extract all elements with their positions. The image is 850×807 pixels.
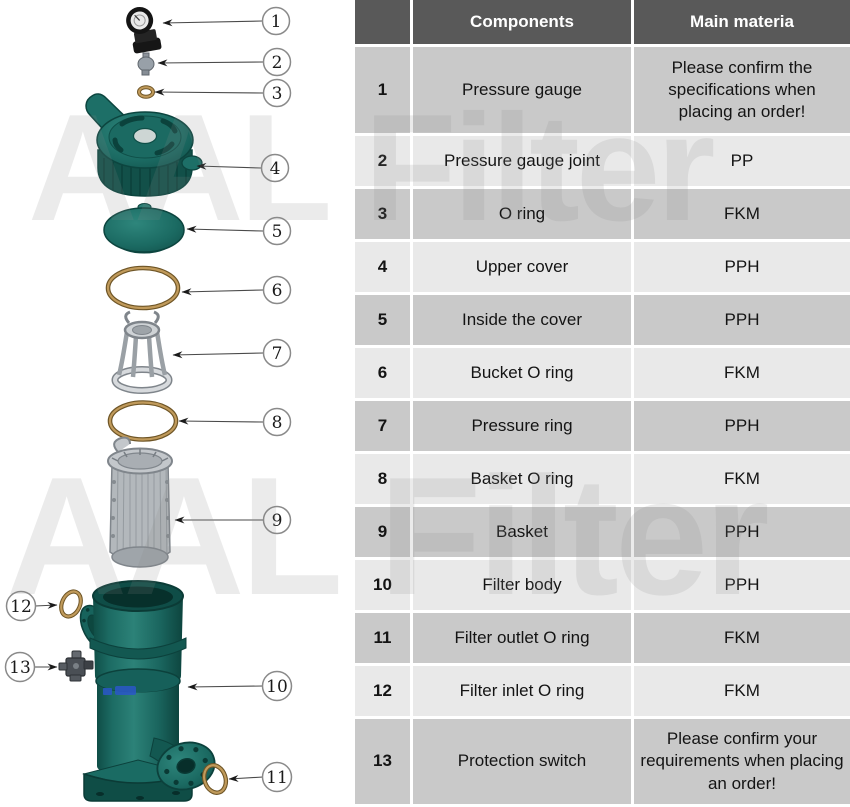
callout-4: 4	[260, 153, 290, 183]
callout-11: 11	[261, 761, 293, 793]
row-component: Pressure gauge joint	[413, 136, 631, 186]
row-material: FKM	[634, 189, 850, 239]
svg-text:8: 8	[272, 413, 283, 433]
callout-5: 5	[262, 216, 292, 246]
row-material: PPH	[634, 560, 850, 610]
row-material: Please confirm your requirements when pl…	[634, 719, 850, 804]
part-pressure-gauge-joint	[137, 52, 155, 76]
row-number: 1	[355, 47, 410, 133]
row-number: 2	[355, 136, 410, 186]
part-inside-cover	[103, 203, 185, 254]
row-component: Protection switch	[413, 719, 631, 804]
part-o-ring	[137, 85, 155, 99]
callout-10: 10	[261, 670, 293, 702]
table-row: 7 Pressure ring PPH	[355, 401, 850, 451]
row-number: 13	[355, 719, 410, 804]
svg-text:13: 13	[9, 658, 31, 678]
callout-8: 8	[262, 407, 292, 437]
table-row: 9 Basket PPH	[355, 507, 850, 557]
row-number: 11	[355, 613, 410, 663]
part-basket	[107, 436, 173, 568]
row-material: Please confirm the specifications when p…	[634, 47, 850, 133]
row-component: Upper cover	[413, 242, 631, 292]
table-row: 5 Inside the cover PPH	[355, 295, 850, 345]
row-component: Inside the cover	[413, 295, 631, 345]
row-number: 9	[355, 507, 410, 557]
callout-3: 3	[262, 78, 292, 108]
svg-text:5: 5	[272, 222, 283, 242]
row-number: 4	[355, 242, 410, 292]
callout-9: 9	[262, 505, 292, 535]
body-logo	[103, 686, 136, 695]
row-material: FKM	[634, 454, 850, 504]
row-component: Bucket O ring	[413, 348, 631, 398]
part-bucket-o-ring	[105, 265, 181, 311]
svg-text:9: 9	[272, 511, 283, 531]
leader-lines	[34, 19, 264, 782]
callout-1: 1	[261, 6, 291, 36]
table-row: 3 O ring FKM	[355, 189, 850, 239]
row-component: Filter inlet O ring	[413, 666, 631, 716]
table-row: 2 Pressure gauge joint PP	[355, 136, 850, 186]
row-number: 8	[355, 454, 410, 504]
callout-7: 7	[262, 338, 292, 368]
table-row: 8 Basket O ring FKM	[355, 454, 850, 504]
row-component: Filter body	[413, 560, 631, 610]
row-number: 3	[355, 189, 410, 239]
svg-text:11: 11	[266, 768, 288, 788]
row-component: Basket	[413, 507, 631, 557]
svg-text:12: 12	[10, 597, 32, 617]
svg-text:3: 3	[272, 84, 283, 104]
row-number: 5	[355, 295, 410, 345]
row-material: FKM	[634, 348, 850, 398]
components-table: Components Main materia 1 Pressure gauge…	[352, 0, 850, 807]
part-filter-body	[79, 580, 216, 802]
header-number	[355, 0, 410, 44]
table-row: 1 Pressure gauge Please confirm the spec…	[355, 47, 850, 133]
table-row: 10 Filter body PPH	[355, 560, 850, 610]
callout-12: 12	[5, 590, 37, 622]
row-material: PPH	[634, 507, 850, 557]
part-basket-o-ring	[107, 400, 179, 442]
svg-text:7: 7	[272, 344, 283, 364]
callout-13: 13	[4, 651, 36, 683]
row-number: 7	[355, 401, 410, 451]
table-header-row: Components Main materia	[355, 0, 850, 44]
exploded-diagram: 1 2 3 4 5 6 7 8	[4, 6, 293, 802]
part-filter-inlet-o-ring	[59, 589, 83, 619]
row-component: Filter outlet O ring	[413, 613, 631, 663]
table-row: 12 Filter inlet O ring FKM	[355, 666, 850, 716]
row-material: FKM	[634, 613, 850, 663]
part-protection-switch	[58, 650, 94, 682]
row-material: PP	[634, 136, 850, 186]
svg-text:2: 2	[272, 53, 283, 73]
row-component: O ring	[413, 189, 631, 239]
callout-2: 2	[262, 47, 292, 77]
part-pressure-gauge	[126, 6, 162, 54]
row-number: 10	[355, 560, 410, 610]
table-row: 4 Upper cover PPH	[355, 242, 850, 292]
part-filter-outlet-o-ring	[201, 763, 229, 795]
row-material: PPH	[634, 242, 850, 292]
row-material: FKM	[634, 666, 850, 716]
part-pressure-ring	[111, 310, 173, 394]
row-material: PPH	[634, 401, 850, 451]
row-number: 12	[355, 666, 410, 716]
row-number: 6	[355, 348, 410, 398]
header-main-material: Main materia	[634, 0, 850, 44]
row-component: Pressure ring	[413, 401, 631, 451]
row-component: Basket O ring	[413, 454, 631, 504]
row-material: PPH	[634, 295, 850, 345]
row-component: Pressure gauge	[413, 47, 631, 133]
header-components: Components	[413, 0, 631, 44]
table-row: 11 Filter outlet O ring FKM	[355, 613, 850, 663]
callout-6: 6	[262, 275, 292, 305]
svg-text:4: 4	[270, 159, 281, 179]
svg-text:1: 1	[271, 12, 282, 32]
table-row: 6 Bucket O ring FKM	[355, 348, 850, 398]
svg-text:6: 6	[272, 281, 283, 301]
part-upper-cover	[85, 93, 203, 197]
table-row: 13 Protection switch Please confirm your…	[355, 719, 850, 804]
svg-text:10: 10	[266, 677, 288, 697]
